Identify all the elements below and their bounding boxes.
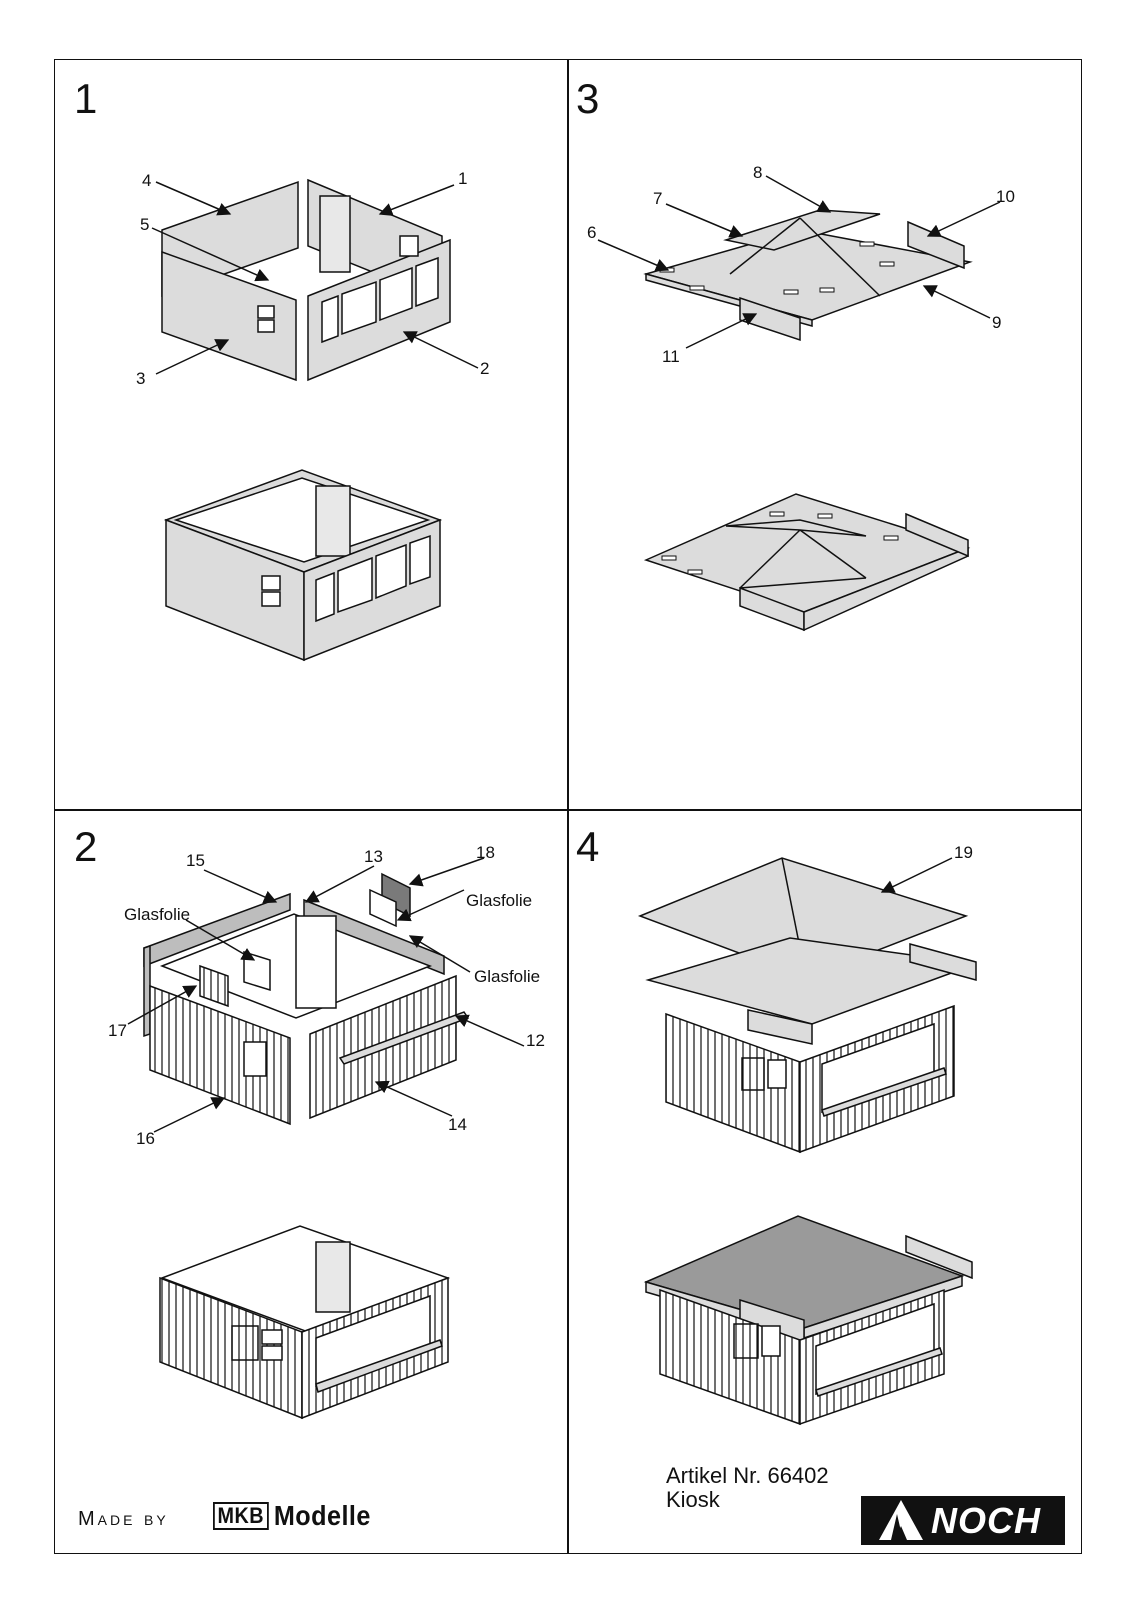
panel-divider-vertical xyxy=(567,59,569,1554)
step1-exploded-walls xyxy=(161,178,451,382)
noch-logo: NOCH xyxy=(861,1496,1065,1545)
product-name: Kiosk xyxy=(666,1487,720,1512)
callout-6: 6 xyxy=(587,223,596,242)
callout-12: 12 xyxy=(526,1031,545,1050)
step-number-1: 1 xyxy=(74,75,98,122)
callout-17: 17 xyxy=(108,1021,127,1040)
callout-10: 10 xyxy=(996,187,1015,206)
callout-13: 13 xyxy=(364,847,383,866)
step1-assembled-box xyxy=(163,469,443,662)
step2-callout-arrows xyxy=(127,857,525,1133)
callout-15: 15 xyxy=(186,851,205,870)
article-number: Artikel Nr. 66402 xyxy=(666,1463,829,1488)
step4-callout-arrow xyxy=(880,857,953,893)
mkb-logo-mark: MKB xyxy=(213,1502,269,1530)
glasfolie-label-a: Glasfolie xyxy=(466,891,532,910)
step-number-2: 2 xyxy=(74,823,98,870)
step3-callout-arrows xyxy=(597,175,1001,349)
step-number-3: 3 xyxy=(576,75,600,122)
step2-exploded-cladding xyxy=(143,872,470,1126)
glasfolie-label-b: Glasfolie xyxy=(474,967,540,986)
step3-assembled-roof-base xyxy=(643,493,971,632)
callout-19: 19 xyxy=(954,843,973,862)
callout-3: 3 xyxy=(136,369,145,388)
step-number-4: 4 xyxy=(576,823,600,870)
step2-assembled-cladding xyxy=(159,1225,451,1420)
step4-exploded-roof xyxy=(637,857,977,1154)
callout-5: 5 xyxy=(140,215,149,234)
callout-4: 4 xyxy=(142,171,151,190)
callout-9: 9 xyxy=(992,313,1001,332)
noch-tree-icon xyxy=(879,1500,923,1540)
glasfolie-label-c: Glasfolie xyxy=(124,905,190,924)
step1-callout-arrows xyxy=(151,181,479,375)
callout-18: 18 xyxy=(476,843,495,862)
noch-wordmark: NOCH xyxy=(931,1500,1041,1541)
callout-1: 1 xyxy=(458,169,467,188)
callout-8: 8 xyxy=(753,163,762,182)
panel-divider-horizontal xyxy=(54,809,1082,811)
made-by-label: Made by xyxy=(78,1508,169,1530)
step4-assembled-kiosk xyxy=(643,1215,973,1426)
callout-14: 14 xyxy=(448,1115,467,1134)
callout-16: 16 xyxy=(136,1129,155,1148)
callout-2: 2 xyxy=(480,359,489,378)
callout-7: 7 xyxy=(653,189,662,208)
brand-name: Modelle xyxy=(273,1500,371,1531)
callout-11: 11 xyxy=(662,347,680,366)
step3-exploded-roof-base xyxy=(643,209,973,342)
